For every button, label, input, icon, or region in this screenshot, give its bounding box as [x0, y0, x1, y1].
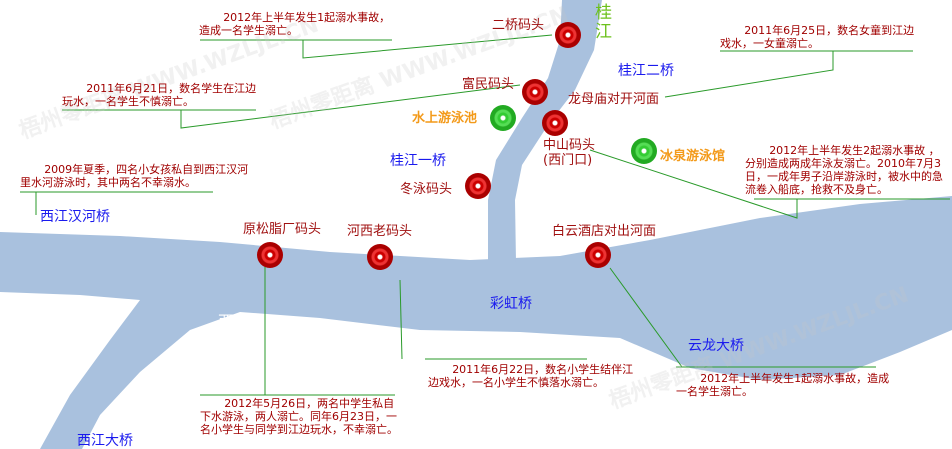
xijiang-river — [0, 196, 952, 449]
note-baiyun: 2012年上半年发生1起溺水事故，造成一名学生溺亡。 — [676, 372, 890, 398]
spot-yuansongzhi: 原松脂厂码头 — [243, 222, 322, 237]
bridge-guijiang-2: 桂江二桥 — [618, 63, 674, 79]
bridge-yunlong: 云龙大桥 — [688, 338, 744, 354]
note-fumin: 2011年6月21日，数名学生在江边玩水，一名学生不慎溺亡。 — [62, 82, 257, 108]
bridge-caihong: 彩虹桥 — [490, 296, 532, 312]
xijiang-label: 西江 — [218, 312, 251, 331]
note-erqiao: 2012年上半年发生1起溺水事故，造成一名学生溺亡。 — [199, 11, 391, 37]
danger-marker-baiyun[interactable] — [585, 242, 611, 268]
spot-baiyun: 白云酒店对出河面 — [552, 224, 657, 239]
spot-erqiao: 二桥码头 — [492, 18, 545, 33]
spot-zhongshan-sub: (西门口) — [543, 153, 593, 168]
pool-marker-bingquan[interactable] — [631, 138, 657, 164]
spot-zhongshan: 中山码头(西门口) — [543, 138, 595, 168]
pool-marker-shuishang[interactable] — [490, 105, 516, 131]
guijiang-river — [488, 0, 602, 262]
danger-marker-dongyong[interactable] — [465, 173, 491, 199]
spot-zhongshan-name: 中山码头 — [543, 138, 596, 153]
danger-marker-longmu[interactable] — [542, 110, 568, 136]
leader-lines — [20, 34, 950, 396]
danger-marker-hexi[interactable] — [367, 244, 393, 270]
danger-marker-fumin[interactable] — [522, 79, 548, 105]
bridge-guijiang-1: 桂江一桥 — [390, 153, 446, 169]
note-zhongshan: 2012年上半年发生2起溺水事故 ，分别造成两成年泳友溺亡。2010年7月3日，… — [745, 144, 943, 196]
bridge-xijiang-da: 西江大桥 — [77, 433, 133, 449]
bridge-xijiang-han: 西江汉河桥 — [40, 209, 110, 225]
spot-fumin: 富民码头 — [462, 77, 515, 92]
note-hexi: 2011年6月22日，数名小学生结伴江边戏水，一名小学生不慎落水溺亡。 — [428, 363, 634, 389]
note-yuansongzhi: 2012年5月26日，两名中学生私自下水游泳，两人溺亡。同年6月23日，一名小学… — [200, 397, 398, 436]
pool-shuishang: 水上游泳池 — [412, 111, 478, 126]
spot-hexi: 河西老码头 — [347, 224, 413, 239]
guijiang-label: 桂江 — [595, 3, 612, 42]
spot-longmu: 龙母庙对开河面 — [568, 92, 660, 107]
note-hanhe: 2009年夏季，四名小女孩私自到西江汉河里水河游泳时，其中两名不幸溺水。 — [20, 163, 249, 189]
pool-bingquan: 冰泉游泳馆 — [660, 149, 726, 164]
danger-marker-yuansongzhi[interactable] — [257, 242, 283, 268]
danger-marker-erqiao[interactable] — [555, 22, 581, 48]
spot-dongyong: 冬泳码头 — [400, 182, 453, 197]
note-longmu: 2011年6月25日，数名女童到江边戏水，一女童溺亡。 — [720, 24, 915, 50]
